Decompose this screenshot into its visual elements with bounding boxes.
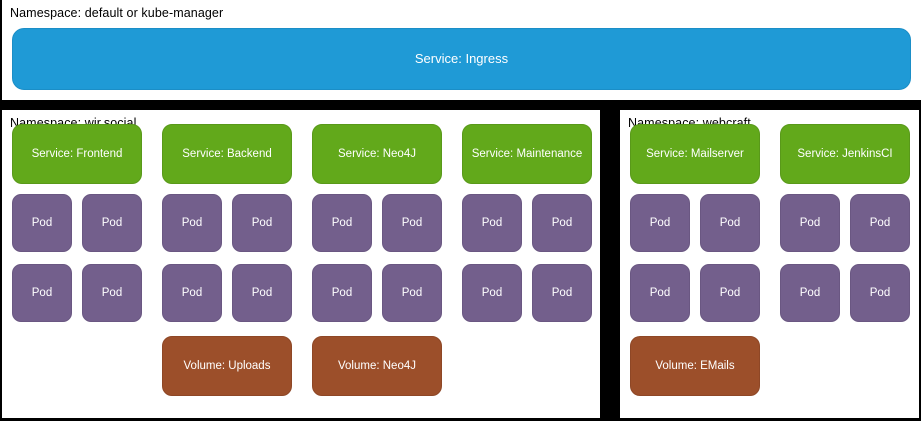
pod-node[interactable]: Pod	[780, 264, 840, 322]
volume-node-emails[interactable]: Volume: EMails	[630, 336, 760, 396]
pod-node[interactable]: Pod	[162, 194, 222, 252]
namespace-panel-webcraft: Namespace: webcraft Service: Mailserver …	[620, 110, 919, 418]
pod-node[interactable]: Pod	[850, 264, 910, 322]
pod-node[interactable]: Pod	[382, 264, 442, 322]
service-group-maintenance: Service: Maintenance Pod Pod Pod Pod	[462, 124, 592, 412]
service-node-neo4j[interactable]: Service: Neo4J	[312, 124, 442, 184]
pod-grid-neo4j: Pod Pod Pod Pod	[312, 194, 442, 334]
pod-node[interactable]: Pod	[630, 194, 690, 252]
service-node-jenkinsci[interactable]: Service: JenkinsCI	[780, 124, 910, 184]
pod-node[interactable]: Pod	[312, 194, 372, 252]
service-node-ingress[interactable]: Service: Ingress	[12, 28, 911, 90]
pod-node[interactable]: Pod	[700, 194, 760, 252]
volume-node-neo4j[interactable]: Volume: Neo4J	[312, 336, 442, 396]
namespace-panel-wir-social: Namespace: wir.social Service: Frontend …	[2, 110, 600, 418]
pod-node[interactable]: Pod	[700, 264, 760, 322]
service-group-jenkinsci: Service: JenkinsCI Pod Pod Pod Pod	[780, 124, 910, 412]
pod-node[interactable]: Pod	[462, 264, 522, 322]
namespace-label-default: Namespace: default or kube-manager	[10, 6, 224, 20]
pod-node[interactable]: Pod	[12, 194, 72, 252]
pod-node[interactable]: Pod	[850, 194, 910, 252]
pod-grid-jenkinsci: Pod Pod Pod Pod	[780, 194, 910, 334]
pod-node[interactable]: Pod	[532, 194, 592, 252]
pod-grid-mailserver: Pod Pod Pod Pod	[630, 194, 760, 334]
pod-node[interactable]: Pod	[82, 264, 142, 322]
pod-node[interactable]: Pod	[780, 194, 840, 252]
pod-node[interactable]: Pod	[462, 194, 522, 252]
pod-grid-maintenance: Pod Pod Pod Pod	[462, 194, 592, 334]
service-group-mailserver: Service: Mailserver Pod Pod Pod Pod Volu…	[630, 124, 760, 412]
pod-node[interactable]: Pod	[162, 264, 222, 322]
volume-node-uploads[interactable]: Volume: Uploads	[162, 336, 292, 396]
namespace-panel-default: Namespace: default or kube-manager Servi…	[2, 0, 921, 100]
pod-node[interactable]: Pod	[630, 264, 690, 322]
service-node-mailserver[interactable]: Service: Mailserver	[630, 124, 760, 184]
pod-node[interactable]: Pod	[82, 194, 142, 252]
service-group-backend: Service: Backend Pod Pod Pod Pod Volume:…	[162, 124, 292, 412]
pod-node[interactable]: Pod	[532, 264, 592, 322]
pod-node[interactable]: Pod	[382, 194, 442, 252]
pod-node[interactable]: Pod	[312, 264, 372, 322]
service-node-frontend[interactable]: Service: Frontend	[12, 124, 142, 184]
service-group-neo4j: Service: Neo4J Pod Pod Pod Pod Volume: N…	[312, 124, 442, 412]
service-group-frontend: Service: Frontend Pod Pod Pod Pod	[12, 124, 142, 412]
pod-node[interactable]: Pod	[232, 194, 292, 252]
pod-node[interactable]: Pod	[12, 264, 72, 322]
pod-grid-backend: Pod Pod Pod Pod	[162, 194, 292, 334]
pod-grid-frontend: Pod Pod Pod Pod	[12, 194, 142, 334]
service-node-backend[interactable]: Service: Backend	[162, 124, 292, 184]
pod-node[interactable]: Pod	[232, 264, 292, 322]
service-node-maintenance[interactable]: Service: Maintenance	[462, 124, 592, 184]
